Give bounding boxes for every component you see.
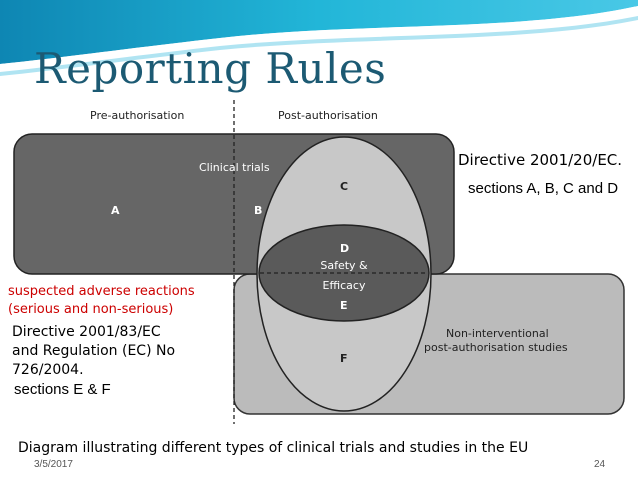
clinical-trials-label: Clinical trials	[199, 161, 270, 174]
safety-label-line1: Safety &	[320, 259, 368, 272]
slide-date: 3/5/2017	[34, 459, 73, 470]
nis-label-line1: Non-interventional	[446, 327, 549, 340]
section-b-label: B	[254, 204, 262, 217]
section-c-label: C	[340, 180, 348, 193]
sections-ef-label: sections E & F	[14, 381, 111, 398]
header-wave-decoration	[0, 0, 638, 76]
nis-label-line2: post-authorisation studies	[424, 341, 568, 354]
slide-page-number: 24	[594, 459, 606, 470]
suspected-adverse-reactions-line2: (serious and non-serious)	[8, 302, 174, 317]
directive-2001-20-label: Directive 2001/20/EC.	[458, 151, 623, 169]
section-d-label: D	[340, 242, 349, 255]
directive-2001-83-line2: and Regulation (EC) No	[12, 343, 176, 359]
post-authorisation-header: Post-authorisation	[278, 109, 378, 122]
section-a-label: A	[111, 204, 120, 217]
diagram-caption: Diagram illustrating different types of …	[18, 440, 529, 456]
directive-2001-83-line1: Directive 2001/83/EC	[12, 324, 161, 340]
safety-label-line2: Efficacy	[323, 279, 366, 292]
section-e-label: E	[340, 299, 348, 312]
pre-authorisation-header: Pre-authorisation	[90, 109, 184, 122]
sections-abcd-label: sections A, B, C and D	[468, 180, 619, 197]
directive-2001-83-line3: 726/2004.	[12, 362, 84, 378]
section-f-label: F	[340, 352, 348, 365]
page-title: Reporting Rules	[34, 44, 387, 93]
suspected-adverse-reactions-line1: suspected adverse reactions	[8, 284, 195, 299]
